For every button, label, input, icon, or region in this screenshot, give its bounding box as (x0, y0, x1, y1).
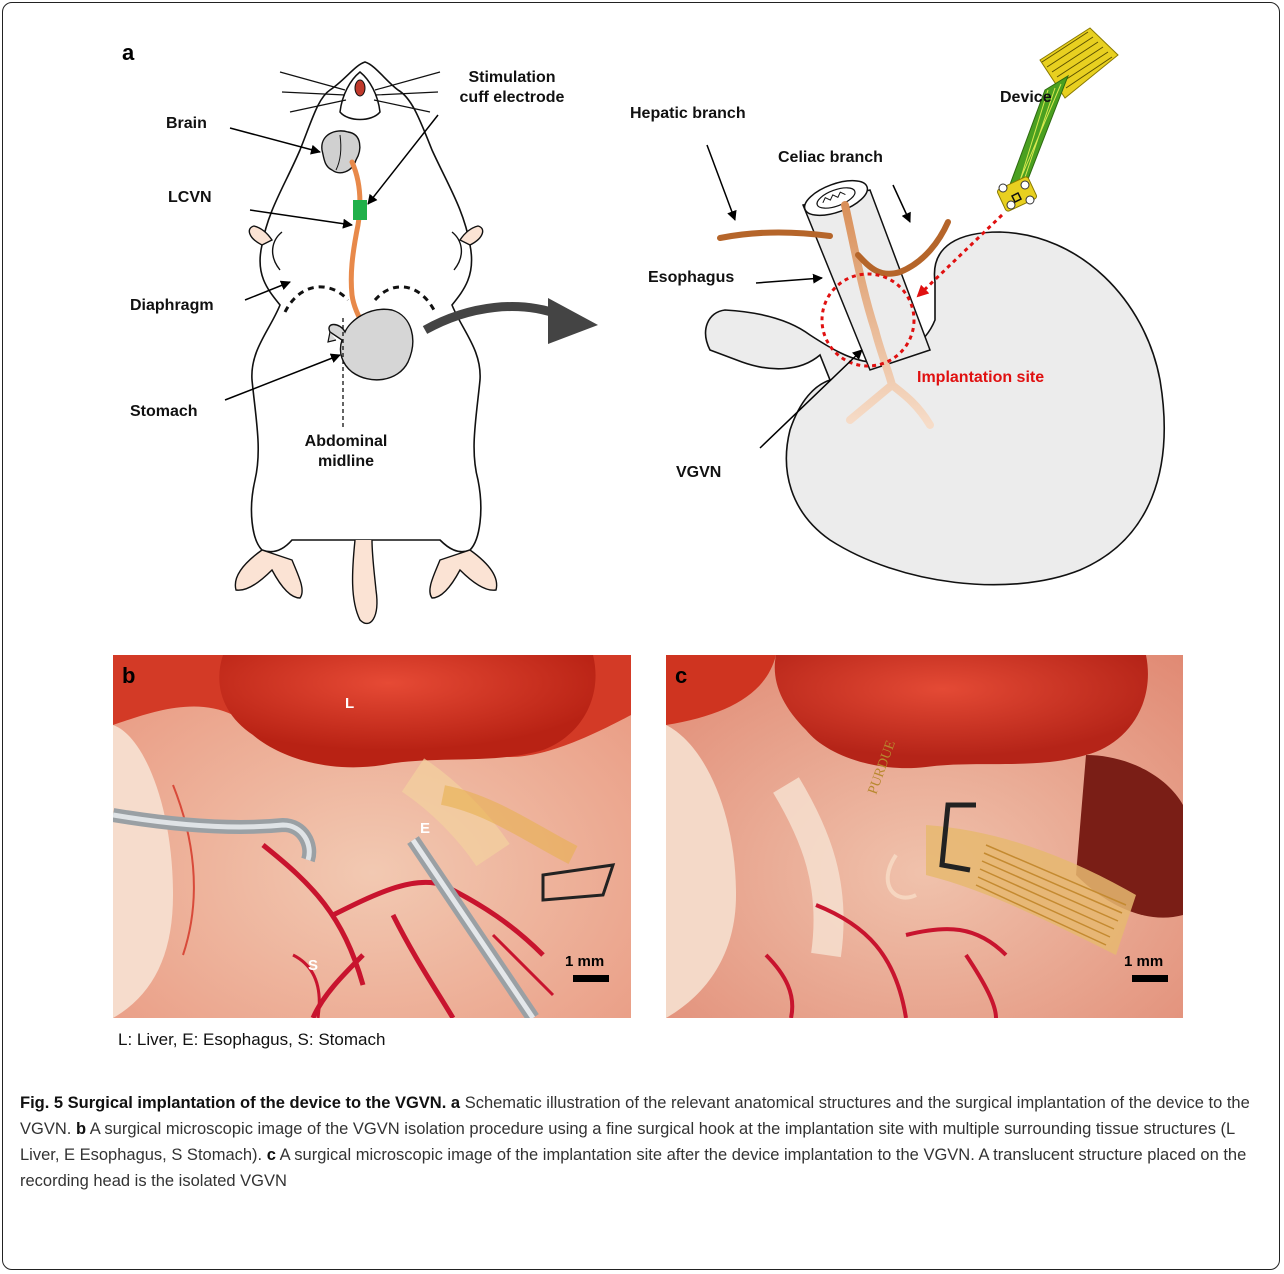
label-stomach: Stomach (130, 402, 198, 422)
scale-label-b: 1 mm (565, 953, 604, 970)
caption-c-label: c (267, 1146, 276, 1164)
photo-panel-c: PURDUE c 1 mm (666, 655, 1183, 1018)
cuff-electrode (353, 200, 367, 220)
photo-panel-b: b L E S 1 mm (113, 655, 631, 1018)
label-implantation-site: Implantation site (917, 368, 1044, 388)
label-brain: Brain (166, 114, 207, 134)
label-diaphragm: Diaphragm (130, 296, 214, 316)
figure-caption: Fig. 5 Surgical implantation of the devi… (20, 1090, 1270, 1194)
label-abdominal-midline: Abdominal midline (296, 432, 396, 472)
rat-body (251, 62, 480, 552)
abbreviations-line: L: Liver, E: Esophagus, S: Stomach (118, 1030, 385, 1050)
photo-c-image: PURDUE (666, 655, 1183, 1018)
label-lcvn: LCVN (168, 188, 212, 208)
caption-b-label: b (76, 1120, 86, 1138)
caption-a-label: a (451, 1094, 460, 1112)
label-vgvn: VGVN (676, 463, 721, 483)
label-device: Device (1000, 88, 1052, 108)
caption-title: Fig. 5 Surgical implantation of the devi… (20, 1094, 446, 1112)
panel-c-letter: c (675, 663, 687, 689)
rat-tail (353, 540, 377, 623)
device-drawing (997, 28, 1118, 212)
label-esophagus: Esophagus (648, 268, 734, 288)
photo-b-image (113, 655, 631, 1018)
scale-bar-b (573, 975, 609, 982)
panel-b-letter: b (122, 663, 135, 689)
panel-a-illustration (0, 0, 1284, 640)
scale-bar-c (1132, 975, 1168, 982)
label-tissue-l: L (345, 695, 354, 712)
label-tissue-e: E (420, 820, 430, 837)
label-celiac-branch: Celiac branch (778, 148, 883, 168)
label-stimulation-cuff: Stimulation cuff electrode (442, 68, 582, 108)
stomach-large (706, 232, 1165, 585)
hepatic-branch (720, 233, 830, 239)
label-hepatic-branch: Hepatic branch (630, 104, 746, 124)
label-tissue-s: S (308, 957, 318, 974)
scale-label-c: 1 mm (1124, 953, 1163, 970)
